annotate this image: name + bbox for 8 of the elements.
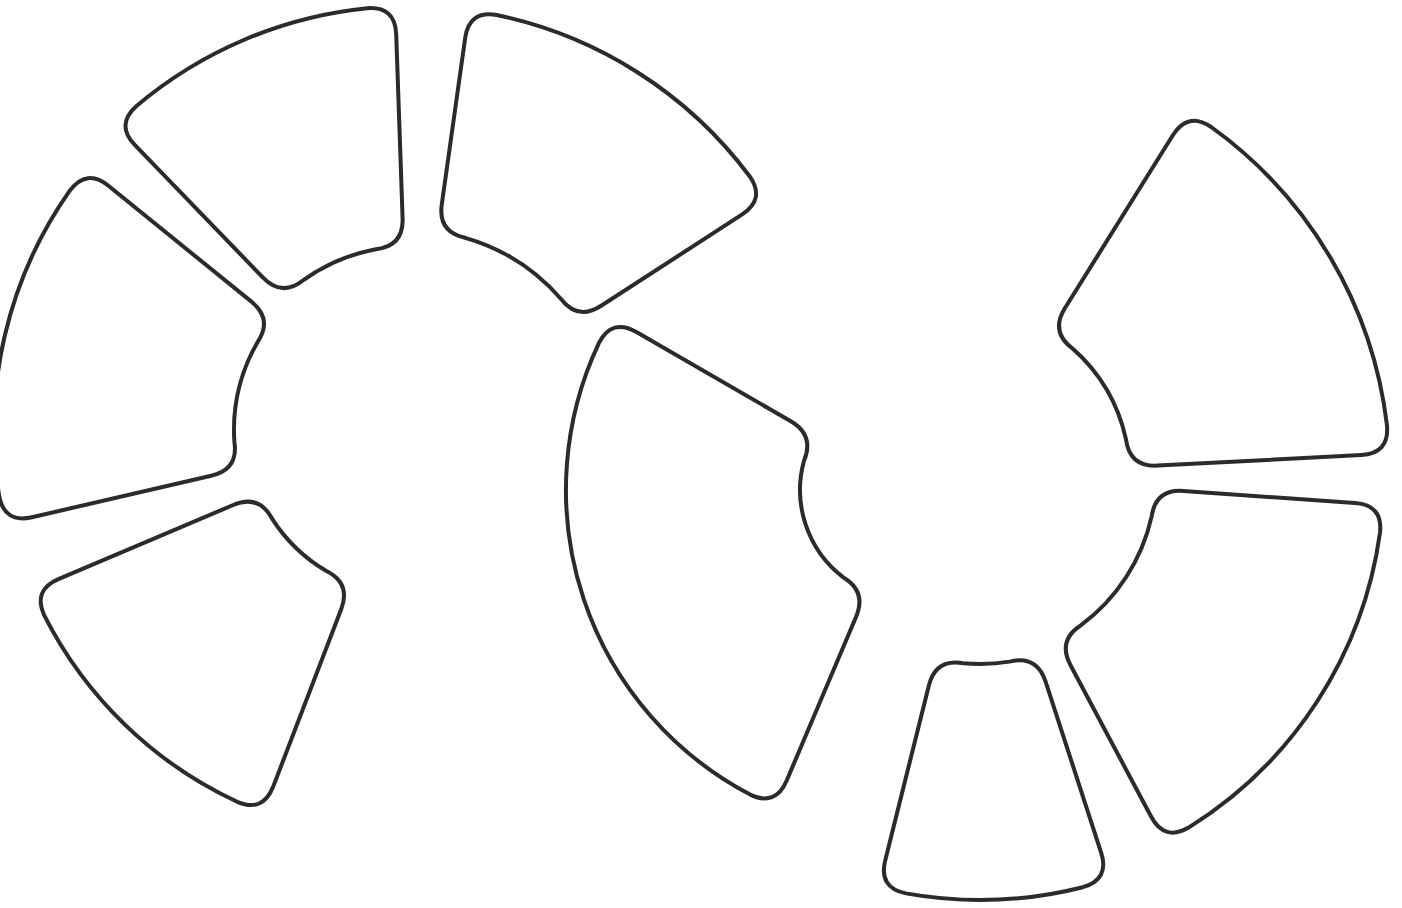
ring-segment (38, 499, 346, 807)
ring-segment (1057, 118, 1390, 468)
ring-segment (881, 658, 1106, 902)
ring-segment (564, 325, 862, 801)
ring-segment (439, 12, 759, 314)
ring-segment (123, 6, 405, 291)
ring-segment (0, 176, 267, 521)
ring-segment (1063, 488, 1383, 835)
